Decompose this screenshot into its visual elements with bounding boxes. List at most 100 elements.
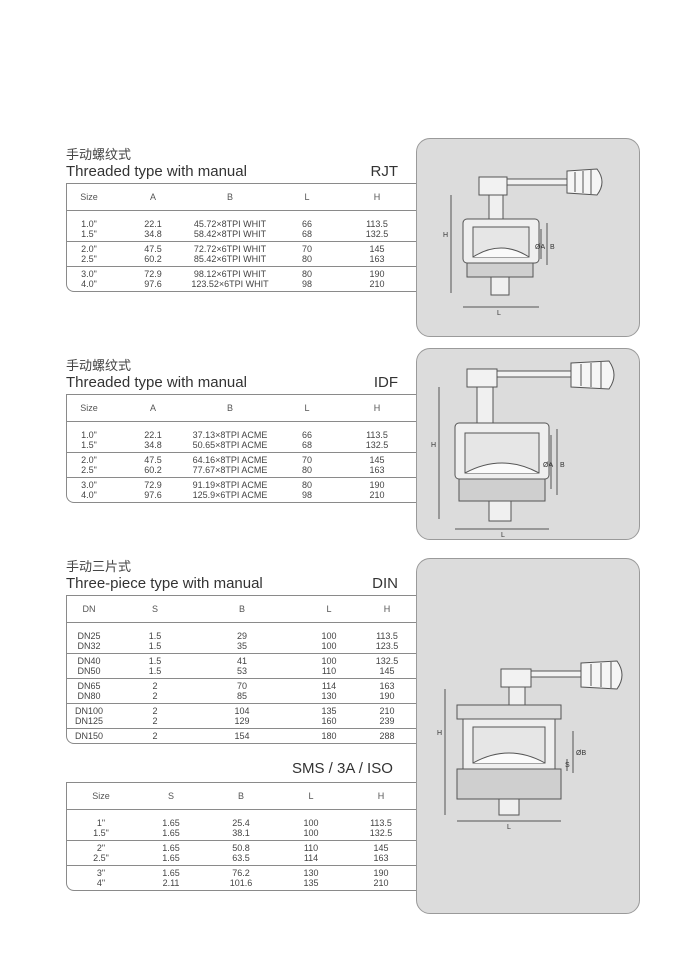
table-cell: 29 bbox=[236, 631, 247, 641]
table-cell: 77.67×8TPI ACME bbox=[192, 465, 268, 475]
standard-code: RJT bbox=[370, 163, 399, 180]
valve-drawing-icon: H ØA B L bbox=[431, 360, 615, 539]
table-cell: 47.5 bbox=[144, 244, 162, 254]
column-header: Size bbox=[92, 791, 110, 801]
table-cell: 123.5 bbox=[375, 641, 399, 651]
column-header: B bbox=[237, 791, 244, 801]
table-cell: 1.65 bbox=[162, 868, 180, 878]
table-cell: 104 bbox=[234, 706, 250, 716]
table-cell: 53 bbox=[236, 666, 247, 676]
dim-label: S bbox=[565, 762, 570, 769]
column-header: B bbox=[226, 403, 233, 413]
table-cell: 85.42×6TPI WHIT bbox=[193, 254, 267, 264]
table-cell: 80 bbox=[301, 254, 312, 264]
table-cell: 4.0" bbox=[81, 279, 97, 289]
table-cell: 2.5" bbox=[81, 254, 97, 264]
table-cell: 1.65 bbox=[162, 843, 180, 853]
table-cell: 80 bbox=[301, 480, 312, 490]
table-cell: 2.5" bbox=[81, 465, 97, 475]
table-cell: 60.2 bbox=[144, 465, 162, 475]
table-cell: 163 bbox=[369, 465, 385, 475]
dim-label: L bbox=[501, 532, 505, 539]
table-cell: 100 bbox=[303, 818, 319, 828]
table-cell: 34.8 bbox=[144, 440, 162, 450]
drawing-panel-din: H S ØB L bbox=[416, 558, 640, 914]
table-cell: 113.5 bbox=[366, 430, 388, 440]
table-cell: 1.0" bbox=[81, 219, 97, 229]
section-title-en: Threaded type with manual bbox=[66, 374, 247, 391]
column-header: A bbox=[149, 192, 156, 202]
table-cell: 3.0" bbox=[81, 480, 97, 490]
table-cell: 2 bbox=[152, 716, 158, 726]
table-cell: 1.5" bbox=[81, 229, 97, 239]
table-cell: 4.0" bbox=[81, 490, 97, 500]
table-cell: 2 bbox=[152, 731, 158, 741]
table-cell: 37.13×8TPI ACME bbox=[192, 430, 268, 440]
table-cell: 1.5" bbox=[81, 440, 97, 450]
table-cell: 72.9 bbox=[144, 269, 162, 279]
table-cell: 97.6 bbox=[144, 279, 162, 289]
table-cell: 70 bbox=[301, 455, 312, 465]
column-header: L bbox=[304, 403, 310, 413]
table-cell: 100 bbox=[321, 656, 337, 666]
section-idf: 手动螺纹式 Threaded type with manual IDF Size… bbox=[66, 358, 417, 503]
table-cell: 130 bbox=[321, 691, 337, 701]
dim-label: H bbox=[443, 232, 448, 239]
table-cell: 98 bbox=[301, 490, 312, 500]
table-cell: 3.0" bbox=[81, 269, 97, 279]
table-cell: 145 bbox=[369, 455, 385, 465]
table-cell: 163 bbox=[373, 853, 389, 863]
section-title-cn: 手动螺纹式 bbox=[66, 358, 132, 373]
table-cell: 2.0" bbox=[81, 244, 97, 254]
table-cell: 97.6 bbox=[144, 490, 162, 500]
table-cell: 114 bbox=[303, 853, 319, 863]
table-cell: 1" bbox=[96, 818, 106, 828]
table-cell: 110 bbox=[321, 666, 337, 676]
column-header: S bbox=[151, 604, 158, 614]
table-cell: 41 bbox=[236, 656, 247, 666]
table-cell: 100 bbox=[321, 631, 337, 641]
table-cell: 100 bbox=[303, 828, 319, 838]
table-cell: DN25 bbox=[77, 631, 101, 641]
table-cell: 60.2 bbox=[144, 254, 162, 264]
table-cell: 113.5 bbox=[376, 631, 398, 641]
dim-label: B bbox=[560, 462, 565, 469]
table-cell: 210 bbox=[369, 279, 385, 289]
standard-code: IDF bbox=[373, 374, 398, 391]
table-cell: 1.5 bbox=[148, 666, 162, 676]
column-header: Size bbox=[80, 403, 98, 413]
table-cell: 132.5 bbox=[369, 828, 393, 838]
table-cell: 190 bbox=[379, 691, 395, 701]
dim-label: ØB bbox=[576, 750, 586, 757]
column-header: H bbox=[373, 403, 381, 413]
table-cell: 2.0" bbox=[81, 455, 97, 465]
table-cell: 2 bbox=[152, 691, 158, 701]
table-cell: 160 bbox=[321, 716, 337, 726]
table-cell: 190 bbox=[373, 868, 389, 878]
